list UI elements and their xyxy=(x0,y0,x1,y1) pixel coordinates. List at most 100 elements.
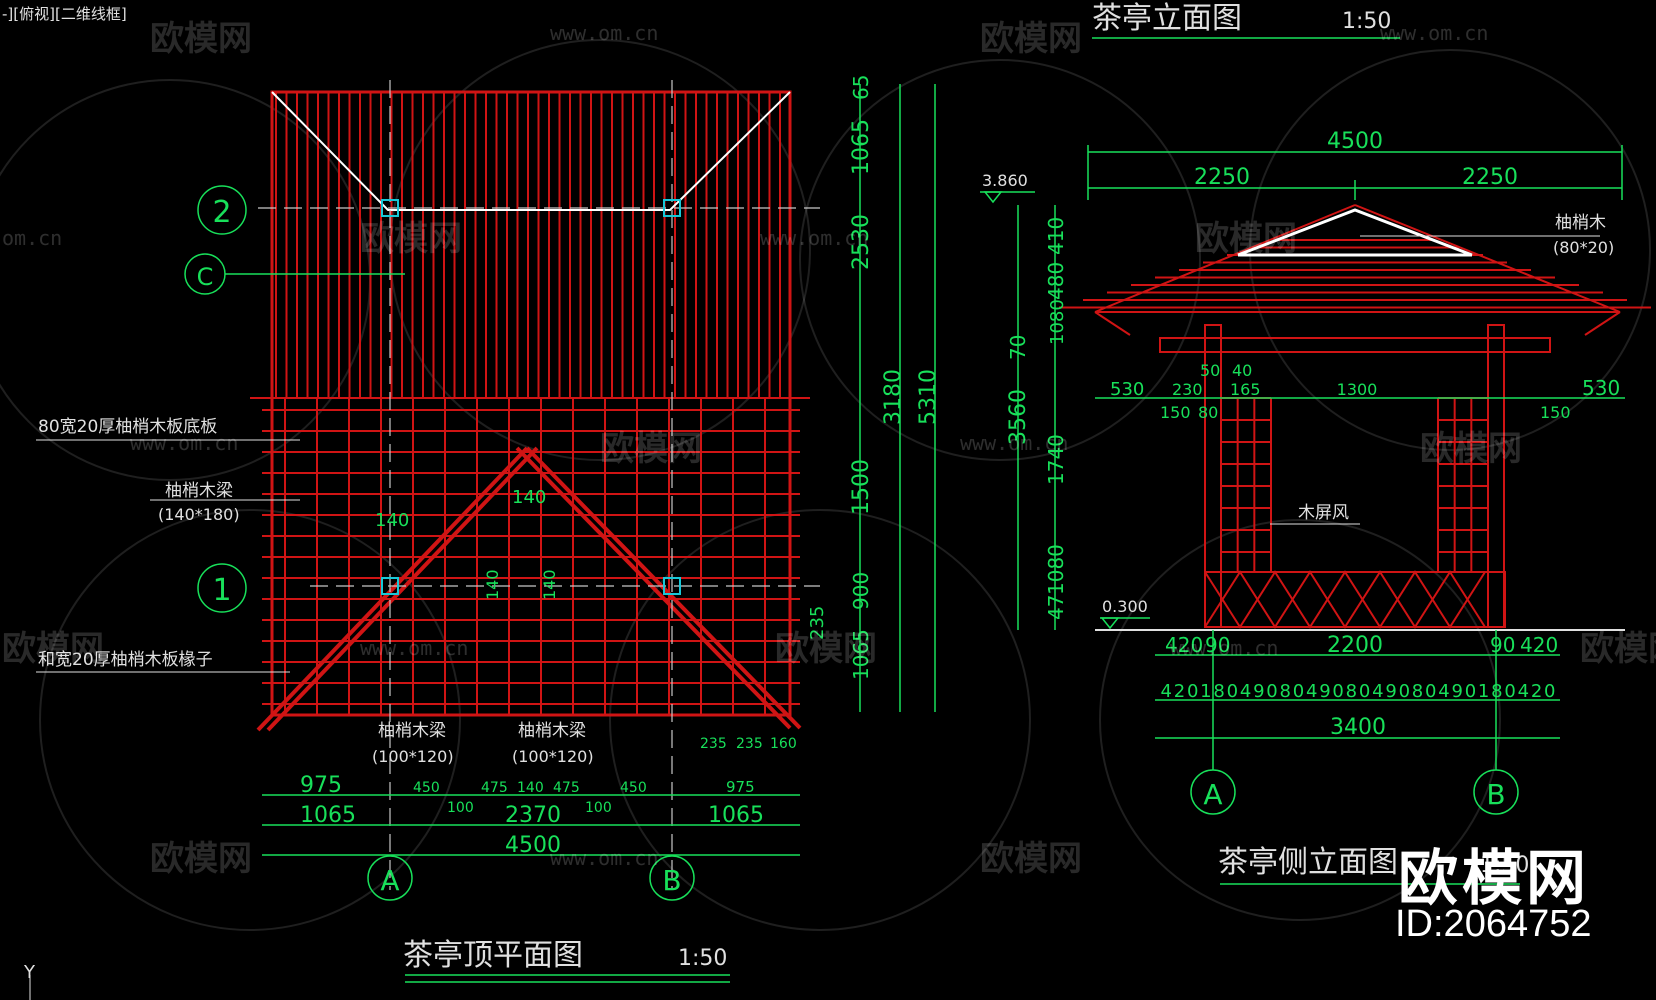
plan-label-beam3: 柚梢木梁 xyxy=(518,721,586,741)
svg-text:www.om.cn: www.om.cn xyxy=(960,431,1068,455)
front-row-dim: 165 xyxy=(1230,380,1261,399)
front-dim-left-prefix: 70 xyxy=(1006,335,1030,360)
front-dim-left-prefix: 47 xyxy=(1044,595,1068,620)
svg-text:欧模网: 欧模网 xyxy=(1420,429,1522,469)
plan-dim-bottom: 475 xyxy=(553,780,580,796)
plan-dim-bottom: 100 xyxy=(585,800,612,816)
plan-dim-bottom: 975 xyxy=(726,778,755,796)
plan-dim-bottom: 1065 xyxy=(300,803,356,828)
svg-text:欧模网: 欧模网 xyxy=(2,629,104,669)
front-railing xyxy=(1204,570,1506,629)
plan-dim-bottom: 2370 xyxy=(505,803,561,828)
front-row-dim: 1300 xyxy=(1337,380,1378,399)
front-dim-bottom: 2200 xyxy=(1327,633,1383,658)
plan-grid-bubble-1 xyxy=(197,563,247,613)
plan-scale: 1:50 xyxy=(678,946,727,971)
front-grid-bubble-a xyxy=(1190,769,1236,815)
plan-dim-right: 1065 xyxy=(849,629,873,680)
svg-text:欧模网: 欧模网 xyxy=(150,19,252,59)
plan-grid-bubble-b xyxy=(649,855,695,901)
svg-text:om.cn: om.cn xyxy=(2,226,62,250)
svg-text:www.om.cn: www.om.cn xyxy=(360,636,468,660)
svg-text:欧模网: 欧模网 xyxy=(150,839,252,879)
svg-text:欧模网: 欧模网 xyxy=(1580,629,1656,669)
plan-floor-grid xyxy=(262,398,800,715)
svg-text:www.om.cn: www.om.cn xyxy=(550,21,658,45)
front-label-screen: 木屏风 xyxy=(1298,503,1349,523)
front-row-dim: 230 xyxy=(1172,380,1203,399)
side-scale: 1:50 xyxy=(1480,853,1529,878)
front-eave-band xyxy=(1159,337,1551,353)
front-dim-bottom: 90 xyxy=(1490,633,1515,657)
plan-title: 茶亭顶平面图 xyxy=(403,938,583,973)
svg-text:欧模网: 欧模网 xyxy=(360,219,462,259)
plan-columns xyxy=(381,199,681,595)
front-dim-bottom: 420 xyxy=(1165,633,1203,657)
plan-label-rafter: 和宽20厚柚梢木板椽子 xyxy=(38,650,213,670)
front-dim-bottom-total: 3400 xyxy=(1330,715,1386,740)
plan-dim-bottom: 1065 xyxy=(708,803,764,828)
svg-text:www.om.cn: www.om.cn xyxy=(550,846,658,870)
front-dim-top-total: 4500 xyxy=(1327,129,1383,154)
svg-text:欧模网: 欧模网 xyxy=(775,629,877,669)
front-dim-left: 1080 xyxy=(1047,299,1068,345)
plan-label-beam: 柚梢木梁 xyxy=(165,481,233,501)
plan-label-floor-board: 80宽20厚柚梢木板底板 xyxy=(38,417,217,437)
plan-grid-bubble-a xyxy=(367,855,413,901)
side-title: 茶亭侧立面图 xyxy=(1218,845,1398,880)
plan-grid-label-b: B xyxy=(662,864,681,897)
watermarks: 欧模网 www.om.cn 欧模网 www.om.cn om.cn 欧模网 ww… xyxy=(2,19,1656,879)
front-row-dim: 150 xyxy=(1540,403,1571,422)
plan-inner-dim: 140 xyxy=(375,510,409,531)
svg-text:欧模网: 欧模网 xyxy=(980,839,1082,879)
front-dim-left: 480 xyxy=(1044,262,1068,300)
plan-roof-rafters xyxy=(250,92,810,399)
plan-label-beam2-size: (100*120) xyxy=(372,747,454,766)
plan-grid-label-c: C xyxy=(197,263,214,291)
front-label-rafter-size: (80*20) xyxy=(1553,238,1614,257)
front-row-dim: 530 xyxy=(1582,376,1620,400)
plan-grid-label-a: A xyxy=(380,864,399,897)
front-row-dim: 530 xyxy=(1110,379,1144,400)
svg-text:欧模网: 欧模网 xyxy=(1195,219,1297,259)
viewport-label[interactable]: -][俯视][二维线框] xyxy=(2,5,127,23)
svg-text:www.om.cn: www.om.cn xyxy=(1170,636,1278,660)
brand-id-label: ID:2064752 xyxy=(1395,903,1592,945)
front-row-dim: 40 xyxy=(1232,361,1252,380)
plan-dim-bottom: 975 xyxy=(300,773,342,798)
front-scale: 1:50 xyxy=(1342,9,1391,34)
front-dim-top-right: 2250 xyxy=(1462,165,1518,190)
plan-ridge-lines xyxy=(271,91,791,211)
front-dim-left: 410 xyxy=(1044,217,1068,255)
plan-dim-small: 235 xyxy=(700,736,727,752)
front-screen-left xyxy=(1220,397,1272,573)
front-label-rafter: 柚梢木 xyxy=(1555,213,1606,233)
svg-text:www.om.cn: www.om.cn xyxy=(760,226,868,250)
brand-logo: 欧模网 xyxy=(1398,844,1590,914)
ucs-axis-icon: Y xyxy=(23,962,36,1000)
front-dim-left: 1080 xyxy=(1044,544,1068,595)
svg-text:www.om.cn: www.om.cn xyxy=(130,431,238,455)
front-dim-left: 1740 xyxy=(1044,434,1068,485)
front-grid-label-b: B xyxy=(1486,778,1505,811)
plan-dim-small: 160 xyxy=(770,736,797,752)
plan-dim-right: 5310 xyxy=(916,369,941,425)
plan-dim-right: 2530 xyxy=(849,214,874,270)
axis-label-y: Y xyxy=(23,962,36,983)
plan-grid-label-2: 2 xyxy=(212,195,231,230)
front-screen-right xyxy=(1437,397,1489,573)
plan-dim-right: 235 xyxy=(807,606,828,640)
front-row-dim: 50 xyxy=(1200,361,1220,380)
plan-grid-bubble-2 xyxy=(197,185,247,235)
plan-dim-small: 235 xyxy=(736,736,763,752)
front-dim-bottom: 420 xyxy=(1520,633,1558,657)
front-dim-bottom: 90 xyxy=(1205,633,1230,657)
front-title: 茶亭立面图 xyxy=(1092,1,1242,36)
plan-dim-bottom: 450 xyxy=(620,780,647,796)
plan-dim-right: 65 xyxy=(849,75,873,100)
plan-label-beam2: 柚梢木梁 xyxy=(378,721,446,741)
front-dim-top-left: 2250 xyxy=(1194,165,1250,190)
plan-dim-right: 3180 xyxy=(881,369,906,425)
watermark-circles xyxy=(0,39,1651,931)
